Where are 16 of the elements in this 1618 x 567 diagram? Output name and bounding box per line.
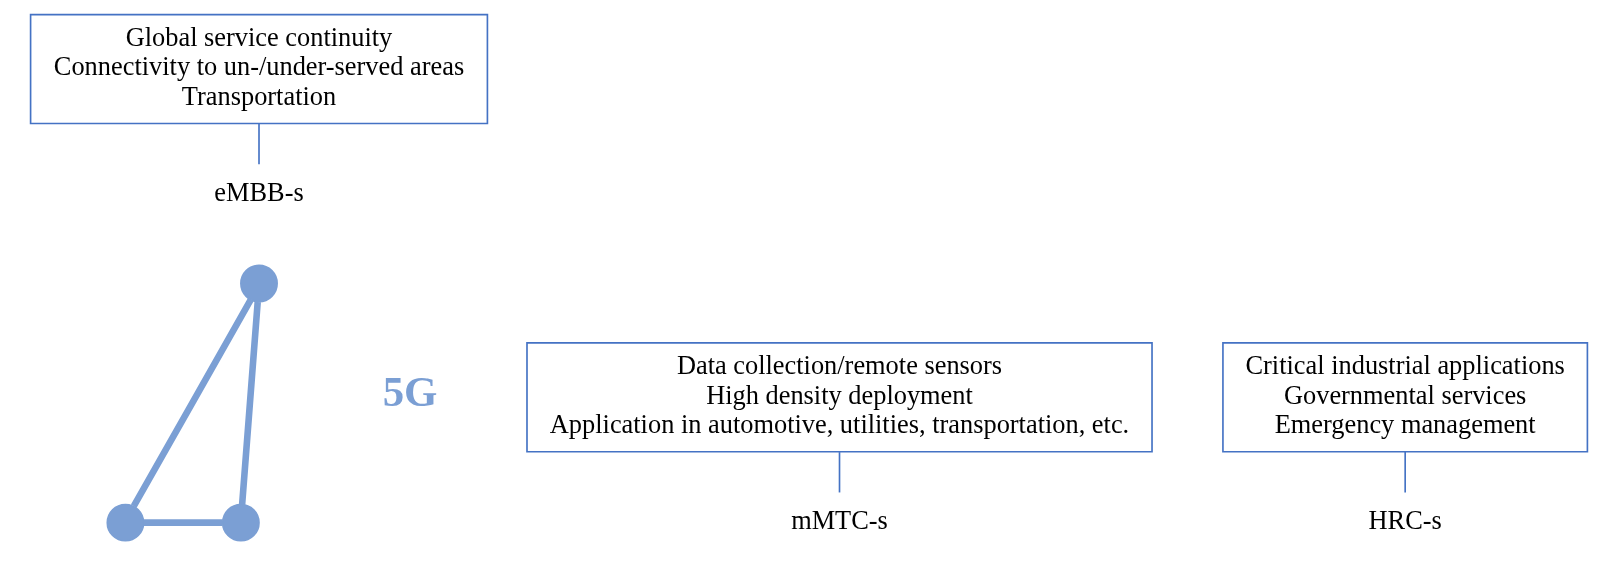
node-circle	[106, 503, 145, 542]
connector	[130, 298, 254, 508]
connector	[238, 301, 261, 505]
node-circle	[240, 264, 278, 303]
connector	[143, 519, 223, 526]
node-box: Data collection/remote sensors High density deployment Application in automotive, utilities, transportation, etc.	[526, 342, 1153, 453]
node-text: HRC-s	[1368, 504, 1442, 535]
connector	[1404, 451, 1406, 494]
connector	[258, 123, 260, 166]
node-text: mMTC-s	[791, 504, 888, 535]
label: 5G	[382, 368, 438, 416]
node-box: Critical industrial applications Governmental services Emergency management	[1222, 342, 1589, 453]
connector	[838, 451, 841, 494]
node-circle	[221, 503, 260, 542]
node-box: Global service continuity Connectivity to un-/under-served areas Transportation	[29, 13, 489, 125]
node-text: eMBB-s	[214, 176, 304, 207]
